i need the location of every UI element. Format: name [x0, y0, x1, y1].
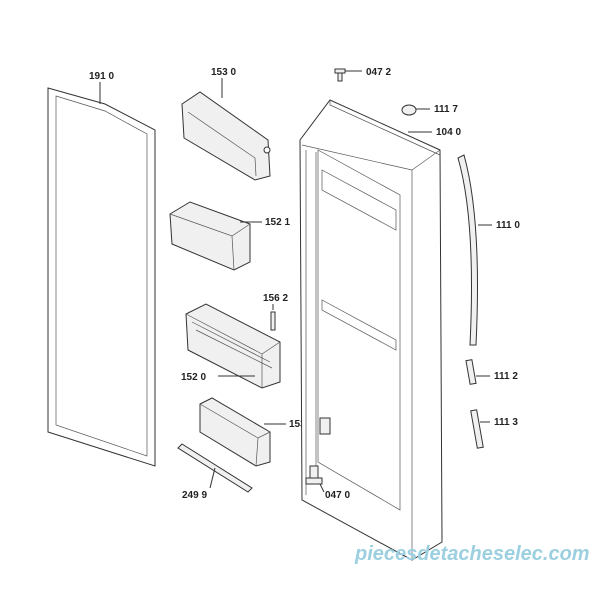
door-shelf-small: [169, 201, 251, 271]
label-104-0: 104 0: [436, 127, 461, 138]
handle-clip-top: [465, 359, 477, 385]
bottom-hinge: [305, 465, 323, 485]
bottle-shelf: [199, 397, 271, 467]
label-156-2: 156 2: [263, 293, 288, 304]
label-152-1: 152 1: [265, 217, 290, 228]
shelf-pin: [270, 311, 276, 331]
label-047-2: 047 2: [366, 67, 391, 78]
label-191-0: 191 0: [89, 71, 114, 82]
door-gasket: [47, 87, 156, 467]
label-152-0: 152 0: [181, 372, 206, 383]
label-249-9: 249 9: [182, 490, 207, 501]
door-handle: [457, 154, 478, 346]
label-111-7: 111 7: [434, 104, 458, 115]
watermark: piecesdetacheselec.com: [354, 543, 590, 565]
handle-clip-bottom: [470, 409, 484, 449]
label-153-0: 153 0: [211, 67, 236, 78]
label-111-0: 111 0: [496, 220, 520, 231]
fridge-door: [299, 99, 443, 561]
dairy-compartment-cover: [181, 91, 271, 181]
hinge-screw: [334, 68, 346, 82]
hole-plug: [401, 104, 417, 116]
label-047-0: 047 0: [325, 490, 350, 501]
door-shelf-large: [185, 303, 281, 389]
label-111-2: 111 2: [494, 371, 518, 382]
label-111-3: 111 3: [494, 417, 518, 428]
